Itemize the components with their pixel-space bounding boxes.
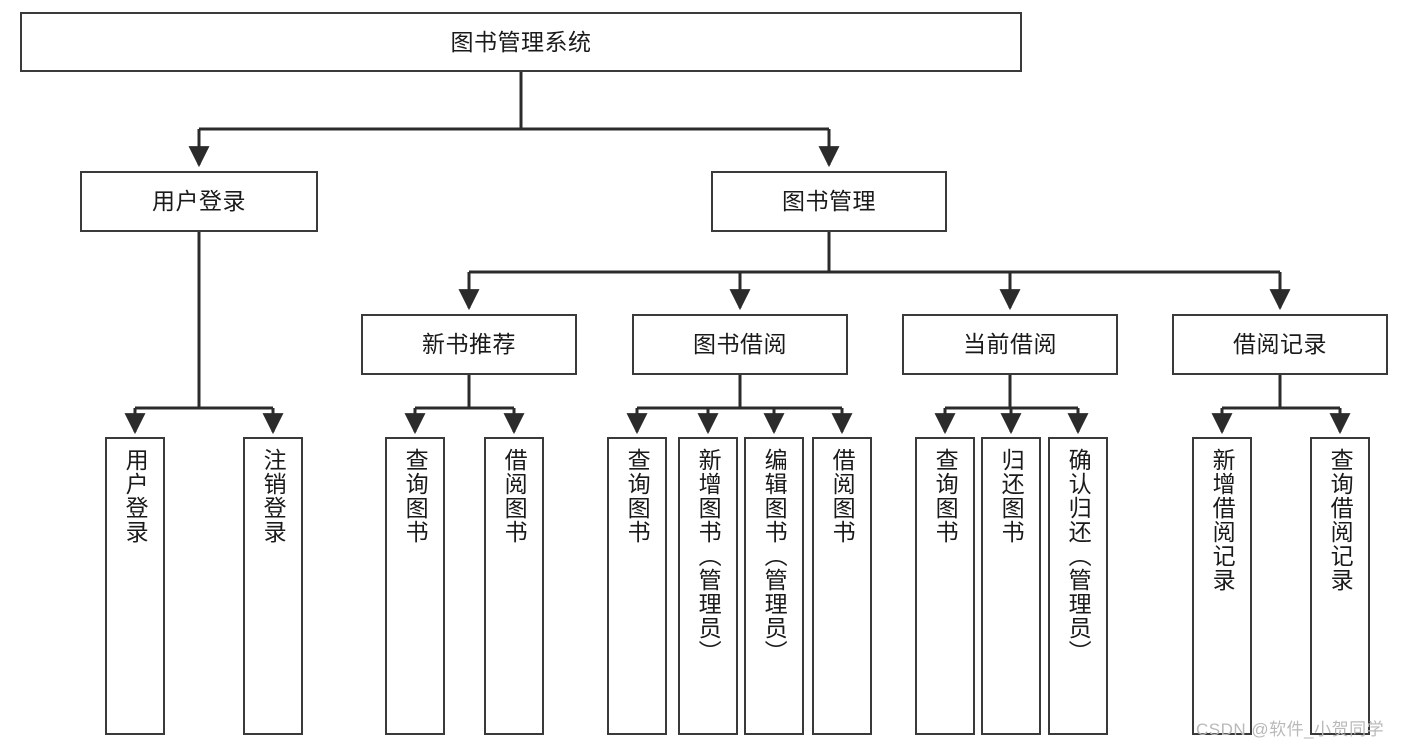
node-root-label: 图书管理系统 [450,28,592,55]
leaf-query-book-1-label: 查询图书 [402,448,429,544]
leaf-query-borrow-record[interactable]: 查询借阅记录 [1310,437,1370,735]
leaf-logout-login[interactable]: 注销登录 [243,437,303,735]
node-current-borrow-label: 当前借阅 [963,331,1057,358]
node-new-book-recommendation[interactable]: 新书推荐 [361,314,577,375]
leaf-logout-login-label: 注销登录 [260,448,287,544]
leaf-query-book-2[interactable]: 查询图书 [607,437,667,735]
leaf-query-book-1[interactable]: 查询图书 [385,437,445,735]
leaf-borrow-book-2-label: 借阅图书 [829,448,856,544]
leaf-add-book[interactable]: 新增图书（管理员） [678,437,738,735]
leaf-borrow-book-1[interactable]: 借阅图书 [484,437,544,735]
leaf-edit-book-label: 编辑图书（管理员） [761,448,788,664]
leaf-edit-book[interactable]: 编辑图书（管理员） [744,437,804,735]
leaf-query-borrow-record-label: 查询借阅记录 [1327,448,1354,592]
node-book-borrow[interactable]: 图书借阅 [632,314,848,375]
leaf-confirm-return[interactable]: 确认归还（管理员） [1048,437,1108,735]
node-user-login-label: 用户登录 [152,188,246,215]
leaf-return-book-label: 归还图书 [998,448,1025,544]
leaf-user-login[interactable]: 用户登录 [105,437,165,735]
node-book-management[interactable]: 图书管理 [711,171,947,232]
node-current-borrow[interactable]: 当前借阅 [902,314,1118,375]
leaf-add-book-label: 新增图书（管理员） [695,448,722,664]
leaf-borrow-book-2[interactable]: 借阅图书 [812,437,872,735]
node-new-book-recommendation-label: 新书推荐 [422,331,516,358]
leaf-user-login-label: 用户登录 [122,448,149,544]
leaf-add-borrow-record[interactable]: 新增借阅记录 [1192,437,1252,735]
node-borrow-record[interactable]: 借阅记录 [1172,314,1388,375]
node-borrow-record-label: 借阅记录 [1233,331,1327,358]
node-book-borrow-label: 图书借阅 [693,331,787,358]
leaf-query-book-3-label: 查询图书 [932,448,959,544]
leaf-confirm-return-label: 确认归还（管理员） [1065,448,1092,664]
node-root[interactable]: 图书管理系统 [20,12,1022,72]
leaf-query-book-2-label: 查询图书 [624,448,651,544]
leaf-return-book[interactable]: 归还图书 [981,437,1041,735]
leaf-borrow-book-1-label: 借阅图书 [501,448,528,544]
csdn-watermark: CSDN @软件_小贺同学 [1196,720,1385,739]
node-book-management-label: 图书管理 [782,188,876,215]
node-user-login[interactable]: 用户登录 [80,171,318,232]
leaf-add-borrow-record-label: 新增借阅记录 [1209,448,1236,592]
leaf-query-book-3[interactable]: 查询图书 [915,437,975,735]
